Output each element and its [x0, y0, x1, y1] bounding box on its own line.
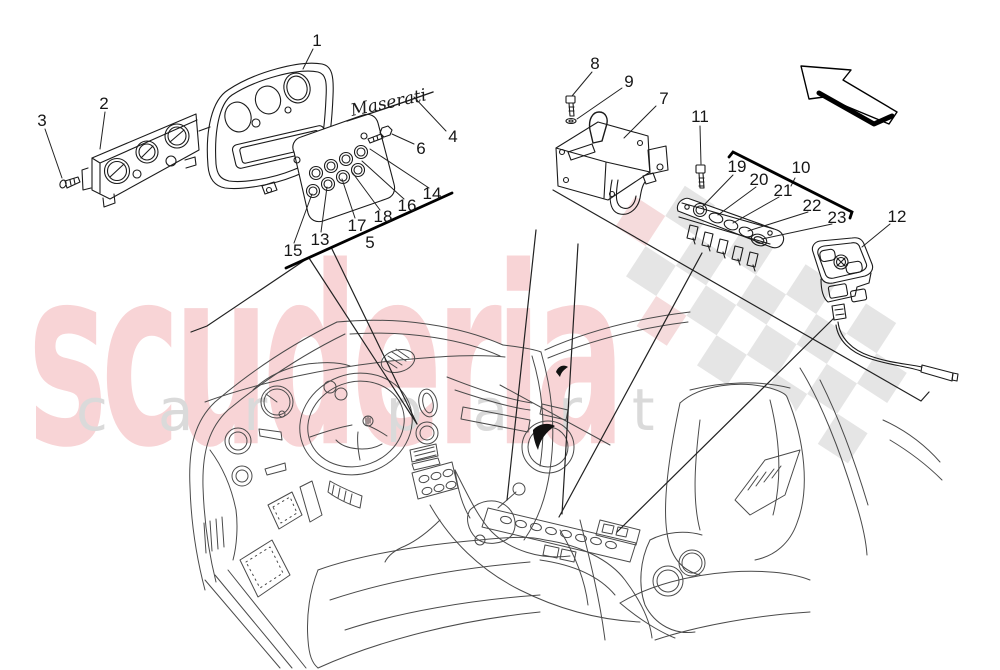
- maserati-script-text: Maserati: [348, 85, 428, 121]
- callout-18: 18: [373, 207, 393, 226]
- bracket-5: [284, 191, 454, 270]
- callout-4: 4: [448, 127, 458, 146]
- part-washer-9: [565, 117, 577, 125]
- leader-lines: [44, 48, 930, 533]
- part-screw-6: [367, 125, 393, 144]
- callout-20: 20: [749, 170, 769, 189]
- watermark-brand: scuderia: [28, 213, 625, 502]
- part-screw-3: [59, 176, 81, 189]
- part-switch-bank: [676, 197, 785, 272]
- callout-6: 6: [416, 139, 426, 158]
- bracket-10: [727, 150, 854, 220]
- callout-12: 12: [887, 207, 907, 226]
- callout-3: 3: [37, 111, 47, 130]
- part-climate-control-unit: [81, 113, 200, 208]
- callout-13: 13: [310, 230, 330, 249]
- part-window-switch: [811, 237, 959, 382]
- callout-23: 23: [827, 208, 847, 227]
- callout-16: 16: [397, 196, 417, 215]
- group-brackets: [284, 150, 854, 270]
- callout-17: 17: [347, 216, 367, 235]
- watermark-tagline: car parts: [76, 376, 785, 444]
- callout-10: 10: [791, 158, 811, 177]
- callout-14: 14: [422, 184, 442, 203]
- callout-9: 9: [624, 72, 634, 91]
- callout-8: 8: [590, 54, 600, 73]
- direction-arrow-icon: [800, 65, 898, 127]
- callout-5: 5: [365, 233, 375, 252]
- part-screw-11: [695, 164, 706, 189]
- callout-21: 21: [773, 181, 793, 200]
- callout-1: 1: [312, 31, 322, 50]
- callout-7: 7: [659, 89, 669, 108]
- callout-11: 11: [691, 107, 709, 126]
- callout-15: 15: [283, 241, 303, 260]
- callout-2: 2: [99, 94, 109, 113]
- callout-19: 19: [727, 157, 747, 176]
- interior-line-art: [189, 311, 943, 669]
- parts-drawings: Maserati: [59, 62, 959, 382]
- part-lock-device: [555, 111, 669, 215]
- callout-22: 22: [802, 196, 822, 215]
- part-screw-8: [565, 95, 576, 117]
